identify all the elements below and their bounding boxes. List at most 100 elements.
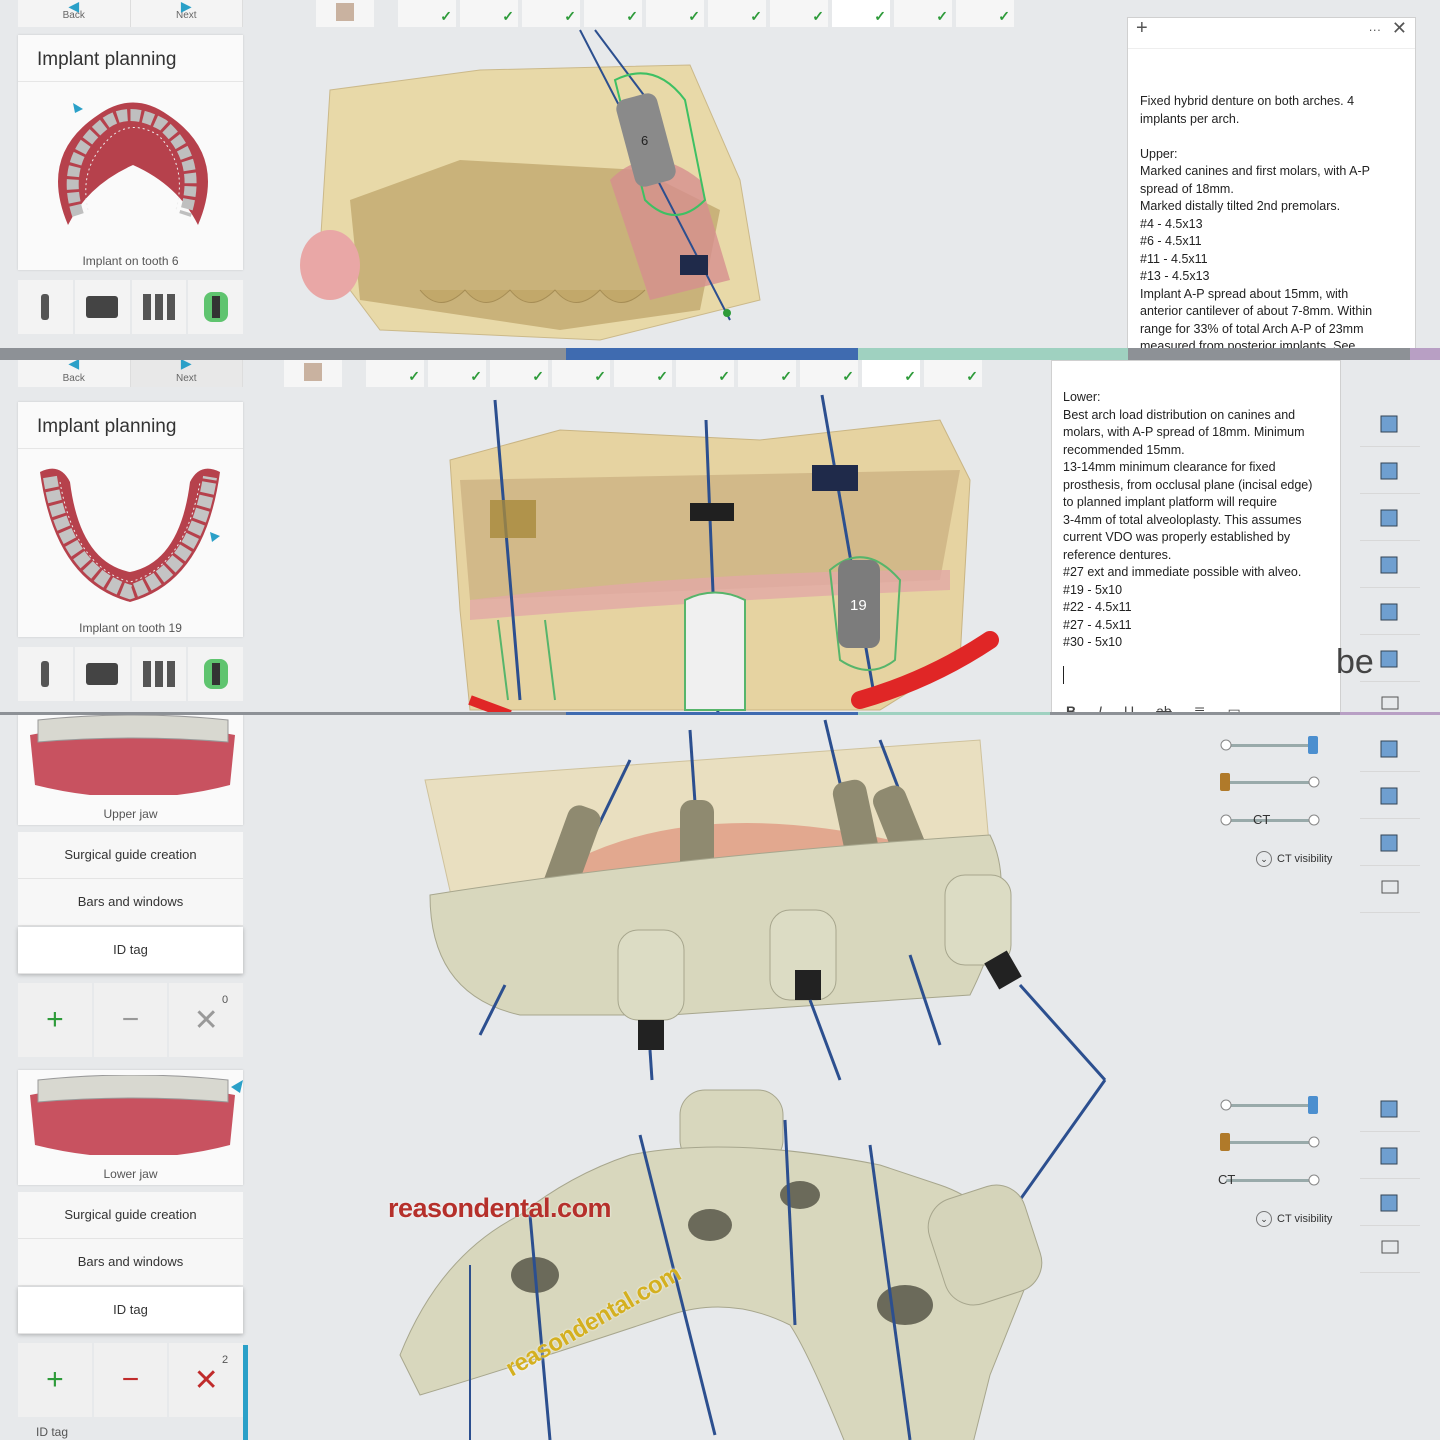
opacity-slider-1[interactable] xyxy=(1220,736,1320,754)
implant-19[interactable] xyxy=(838,560,880,648)
underline-button[interactable]: U xyxy=(1124,703,1135,715)
bold-button[interactable]: B xyxy=(1066,703,1077,715)
remove-button[interactable]: − xyxy=(93,983,168,1057)
menu-id-tag-upper[interactable]: ID tag xyxy=(18,927,243,974)
view-cube-button[interactable] xyxy=(1360,1085,1420,1132)
3d-viewport-guides[interactable] xyxy=(0,715,1440,1440)
upper-jaw-card[interactable]: Upper jaw xyxy=(18,715,243,825)
view-cube-button[interactable] xyxy=(1360,1132,1420,1179)
3d-viewport-lower[interactable]: 19 xyxy=(0,360,1440,715)
step-implant-active[interactable]: ✓ xyxy=(832,0,890,27)
step-5[interactable]: ✓ xyxy=(614,360,672,387)
ellipsis-icon[interactable]: ··· xyxy=(1368,23,1382,37)
view-cube-button[interactable] xyxy=(1360,588,1420,635)
upper-arch-thumbnail[interactable] xyxy=(18,85,243,255)
abutment-tool[interactable] xyxy=(74,280,130,334)
step-6[interactable]: ✓ xyxy=(676,360,734,387)
list-icon[interactable]: ≣ xyxy=(1193,703,1206,715)
view-cube-button[interactable] xyxy=(1360,447,1420,494)
view-cube-button[interactable] xyxy=(1360,635,1420,682)
abutment-tool[interactable] xyxy=(74,647,130,701)
view-cube-button[interactable] xyxy=(1360,494,1420,541)
sleeve-insert xyxy=(984,950,1022,990)
lower-jaw-caption: Lower jaw xyxy=(103,1167,158,1181)
view-cube-button[interactable] xyxy=(1360,819,1420,866)
multi-implant-tool[interactable] xyxy=(131,647,187,701)
view-cube-button[interactable] xyxy=(1360,541,1420,588)
ct-slider-lower[interactable] xyxy=(1220,1174,1320,1186)
implant-tool[interactable] xyxy=(18,647,73,701)
lower-surgical-guide[interactable] xyxy=(399,1146,1031,1440)
step-patient[interactable] xyxy=(284,360,342,387)
menu-surgical-guide-creation-upper[interactable]: Surgical guide creation xyxy=(18,832,243,879)
step-6[interactable]: ✓ xyxy=(708,0,766,27)
ct-visibility-toggle[interactable]: ⌄CT visibility xyxy=(1256,851,1332,867)
remove-button[interactable]: − xyxy=(93,1343,168,1417)
close-icon[interactable]: ✕ xyxy=(1391,18,1407,38)
zoom-fit-button[interactable] xyxy=(1360,1226,1420,1273)
ct-visibility-toggle-lower[interactable]: ⌄CT visibility xyxy=(1256,1211,1332,1227)
implant-tool[interactable] xyxy=(18,280,73,334)
step-10[interactable]: ✓ xyxy=(924,360,982,387)
guided-implant-tool[interactable] xyxy=(188,280,243,334)
menu-surgical-guide-creation-lower[interactable]: Surgical guide creation xyxy=(18,1192,243,1239)
delete-button[interactable]: ✕ xyxy=(169,983,244,1057)
italic-button[interactable]: I xyxy=(1098,703,1103,715)
checkmark-icon: ✓ xyxy=(998,8,1010,24)
step-3[interactable]: ✓ xyxy=(522,0,580,27)
lower-arch-thumbnail[interactable] xyxy=(18,452,243,622)
next-button[interactable]: ▶Next xyxy=(131,0,243,27)
back-button[interactable]: ◀Back xyxy=(18,360,131,387)
step-5[interactable]: ✓ xyxy=(646,0,704,27)
tooth-marker-icon xyxy=(73,103,83,113)
opacity-slider-2[interactable] xyxy=(1220,773,1320,791)
3d-viewport-upper[interactable]: 6 xyxy=(0,0,1440,360)
step-patient[interactable] xyxy=(316,0,374,27)
zoom-fit-button[interactable] xyxy=(1360,866,1420,913)
step-3[interactable]: ✓ xyxy=(490,360,548,387)
back-button[interactable]: ◀Back xyxy=(18,0,131,27)
step-7[interactable]: ✓ xyxy=(770,0,828,27)
checkmark-icon: ✓ xyxy=(688,8,700,24)
menu-bars-and-windows-upper[interactable]: Bars and windows xyxy=(18,879,243,926)
step-implant-active[interactable]: ✓ xyxy=(862,360,920,387)
scroll-indicator[interactable] xyxy=(243,1345,248,1440)
separator-1 xyxy=(0,348,1440,360)
notes-text-lower[interactable]: Lower:Best arch load distribution on can… xyxy=(1052,361,1340,652)
step-1[interactable]: ✓ xyxy=(366,360,424,387)
opacity-slider-4[interactable] xyxy=(1220,1133,1320,1151)
zoom-fit-button[interactable] xyxy=(1360,682,1420,715)
view-cube-button[interactable] xyxy=(1360,772,1420,819)
lower-edit-controls: + − ✕ xyxy=(18,1343,244,1417)
step-10[interactable]: ✓ xyxy=(956,0,1014,27)
ct-slider[interactable] xyxy=(1220,814,1320,826)
view-cube-button[interactable] xyxy=(1360,1179,1420,1226)
view-cube-button[interactable] xyxy=(1360,400,1420,447)
add-button[interactable]: + xyxy=(18,1343,92,1417)
guided-implant-tool[interactable] xyxy=(188,647,243,701)
step-2[interactable]: ✓ xyxy=(428,360,486,387)
step-7[interactable]: ✓ xyxy=(738,360,796,387)
plus-icon[interactable]: + xyxy=(1136,17,1148,39)
view-buttons-lower xyxy=(1360,1085,1420,1273)
step-8[interactable]: ✓ xyxy=(800,360,858,387)
view-cube-button[interactable] xyxy=(1360,725,1420,772)
add-button[interactable]: + xyxy=(18,983,92,1057)
next-button[interactable]: ▶Next xyxy=(130,360,243,387)
multi-implant-tool[interactable] xyxy=(131,280,187,334)
step-9[interactable]: ✓ xyxy=(894,0,952,27)
close-icon: ✕ xyxy=(193,1003,219,1037)
step-2[interactable]: ✓ xyxy=(460,0,518,27)
implant-6[interactable] xyxy=(614,91,678,189)
step-4[interactable]: ✓ xyxy=(552,360,610,387)
lower-jaw-card[interactable]: Lower jaw xyxy=(18,1070,243,1185)
step-4[interactable]: ✓ xyxy=(584,0,642,27)
axis-endpoint[interactable] xyxy=(723,309,731,317)
upper-surgical-guide[interactable] xyxy=(429,834,1002,1016)
menu-bars-and-windows-lower[interactable]: Bars and windows xyxy=(18,1239,243,1286)
menu-id-tag-lower[interactable]: ID tag xyxy=(18,1287,243,1334)
step-1[interactable]: ✓ xyxy=(398,0,456,27)
opacity-slider-3[interactable] xyxy=(1220,1096,1320,1114)
delete-button[interactable]: ✕ xyxy=(169,1343,244,1417)
